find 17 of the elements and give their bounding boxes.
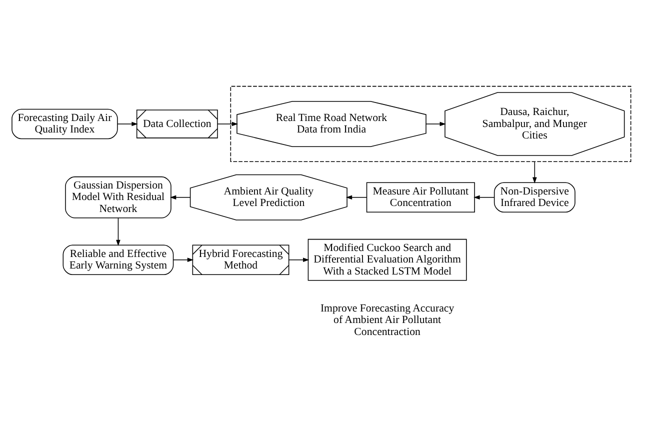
arrow (474, 195, 495, 200)
node-box: Reliable and Effective Early Warning System (62, 244, 174, 275)
node-box: Modified Cuckoo Search and Differential Evaluation Algorithm With a Stacked LSTM Model (308, 238, 467, 281)
node-box: Gaussian Dispersion Model With Residual Network (65, 176, 172, 218)
arrow (117, 122, 138, 126)
arrow (170, 195, 191, 200)
arrow (288, 258, 310, 262)
node-box: Non-Dispersive Infrared Device (494, 182, 576, 212)
arrow (116, 218, 120, 246)
arrow (426, 122, 446, 126)
label: Improve Forecasting Accuracy of Ambient Air Pollutant Concentraction (320, 302, 454, 338)
arrow (532, 161, 537, 184)
arrow (346, 195, 367, 200)
node-box: Forecasting Daily Air Quality Index (12, 108, 118, 140)
arrow (173, 258, 194, 262)
node-box: Measure Air Pollutant Concentration (366, 182, 475, 212)
arrow (217, 122, 238, 126)
